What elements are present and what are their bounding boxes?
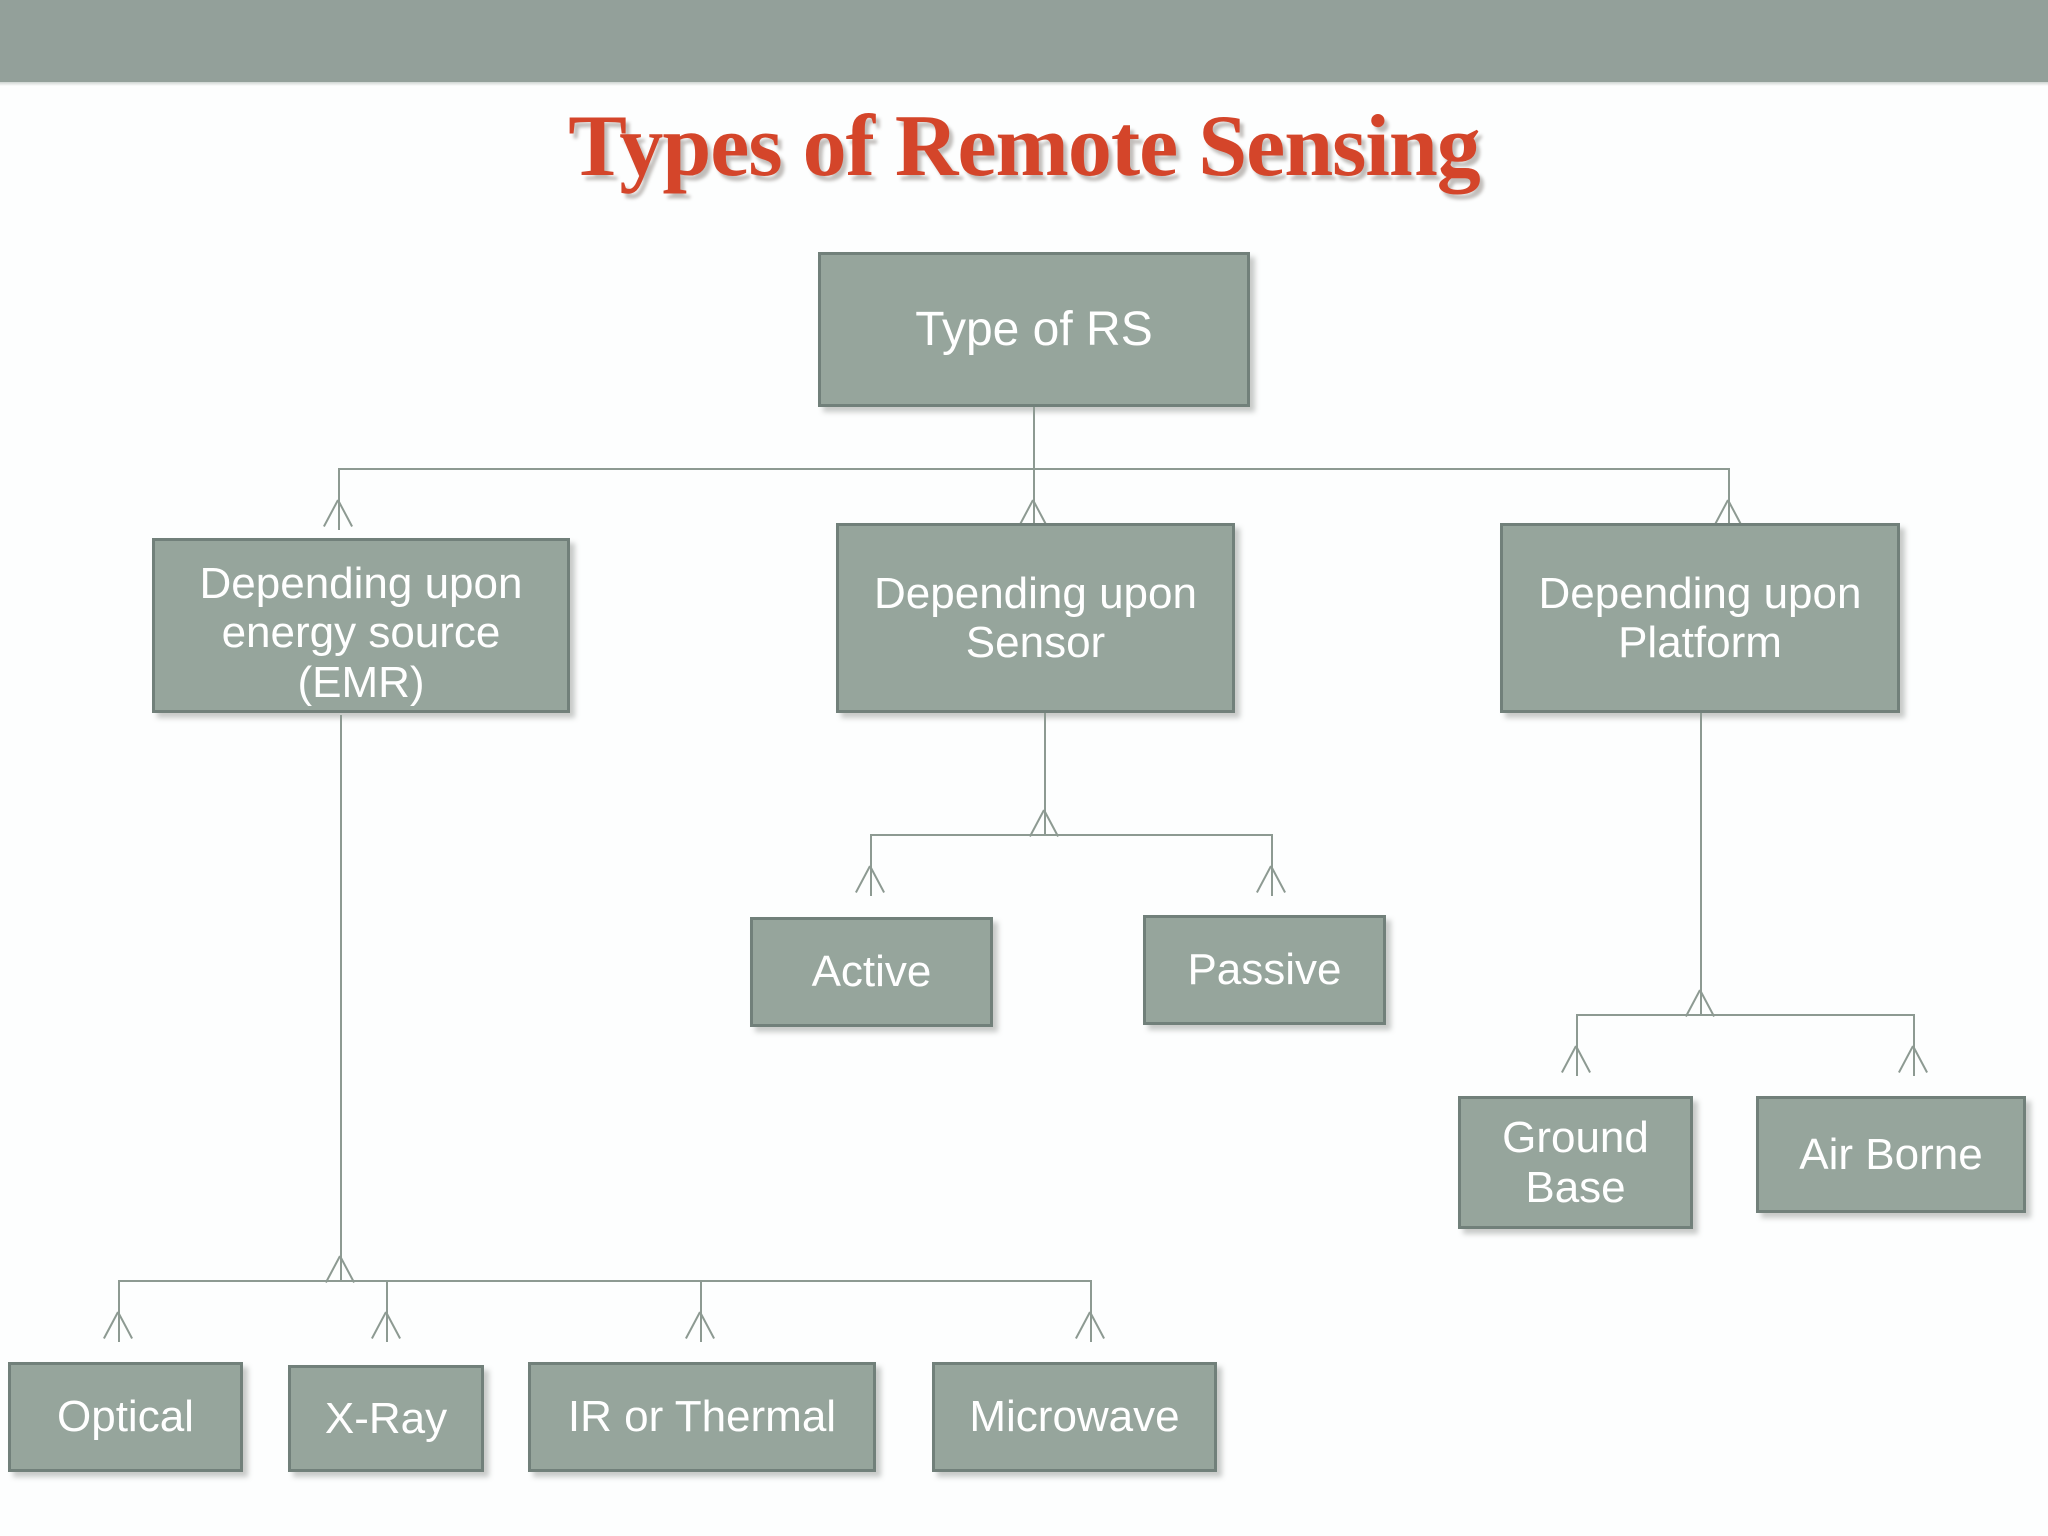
arrowhead-ir-thermal-icon: [686, 1312, 714, 1338]
arrowhead-energy-bus-icon: [326, 1256, 354, 1282]
connector-energy-bus: [118, 1280, 1092, 1282]
node-ir-or-thermal[interactable]: IR or Thermal: [528, 1362, 876, 1472]
connector-sensor-bus: [870, 834, 1273, 836]
top-decorative-band: [0, 0, 2048, 82]
arrowhead-microwave-icon: [1076, 1312, 1104, 1338]
node-x-ray[interactable]: X-Ray: [288, 1365, 484, 1472]
arrowhead-sensor-bus-icon: [1030, 810, 1058, 836]
connector-energy-stem: [340, 715, 342, 1280]
arrowhead-optical-icon: [104, 1312, 132, 1338]
top-band-shadow: [0, 82, 2048, 86]
node-microwave[interactable]: Microwave: [932, 1362, 1217, 1472]
arrowhead-xray-icon: [372, 1312, 400, 1338]
node-ground-base[interactable]: Ground Base: [1458, 1096, 1693, 1229]
connector-platform-stem: [1700, 713, 1702, 1015]
node-depending-upon-platform[interactable]: Depending upon Platform: [1500, 523, 1900, 713]
arrowhead-air-borne-icon: [1899, 1046, 1927, 1072]
node-passive[interactable]: Passive: [1143, 915, 1386, 1025]
node-depending-upon-sensor[interactable]: Depending upon Sensor: [836, 523, 1235, 713]
page-title: Types of Remote Sensing: [568, 98, 1481, 195]
arrowhead-energy-icon: [324, 500, 352, 526]
arrowhead-platform-bus-icon: [1686, 990, 1714, 1016]
arrowhead-ground-base-icon: [1562, 1046, 1590, 1072]
arrowhead-passive-icon: [1257, 866, 1285, 892]
node-depending-upon-energy-source[interactable]: Depending upon energy source (EMR): [152, 538, 570, 713]
connector-sensor-stem: [1044, 713, 1046, 835]
connector-platform-bus: [1576, 1014, 1915, 1016]
connector-root-stem: [1033, 407, 1035, 468]
arrowhead-active-icon: [856, 866, 884, 892]
node-active[interactable]: Active: [750, 917, 993, 1027]
node-optical[interactable]: Optical: [8, 1362, 243, 1472]
node-type-of-rs[interactable]: Type of RS: [818, 252, 1250, 407]
node-air-borne[interactable]: Air Borne: [1756, 1096, 2026, 1213]
